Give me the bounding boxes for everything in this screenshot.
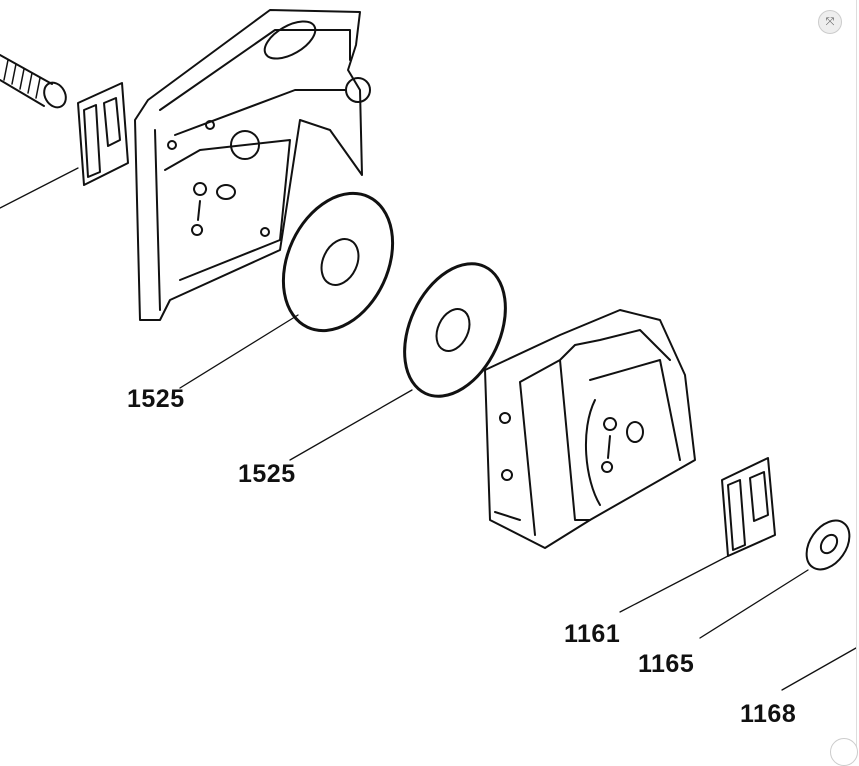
leader-line-1165 [699, 569, 809, 639]
leader-line-1525-a [179, 314, 299, 389]
threaded-rod [0, 54, 67, 109]
exploded-parts-diagram [0, 9, 857, 691]
leader-line-left [0, 167, 79, 209]
callout-1168[interactable]: 1168 [740, 700, 797, 728]
viewer-border [856, 0, 857, 749]
washer-1525-b [403, 262, 507, 398]
washer-1525-a [281, 191, 395, 333]
expand-arrows-icon[interactable]: ⤧ [818, 10, 842, 34]
callout-1525-a[interactable]: 1525 [127, 385, 185, 413]
leader-line-1525-b [289, 389, 413, 461]
leader-line-1168 [781, 647, 857, 691]
zoom-control-button[interactable] [830, 738, 858, 766]
callout-1165[interactable]: 1165 [638, 650, 695, 678]
leader-line-1161 [619, 555, 729, 613]
bracket-housing-right [484, 309, 696, 549]
washer-1165 [805, 519, 851, 571]
clip-plate-1161 [721, 457, 776, 557]
callout-1525-b[interactable]: 1525 [238, 460, 296, 488]
callout-1161[interactable]: 1161 [564, 620, 621, 648]
clip-plate-left [77, 82, 129, 186]
mounting-bracket [134, 9, 371, 321]
